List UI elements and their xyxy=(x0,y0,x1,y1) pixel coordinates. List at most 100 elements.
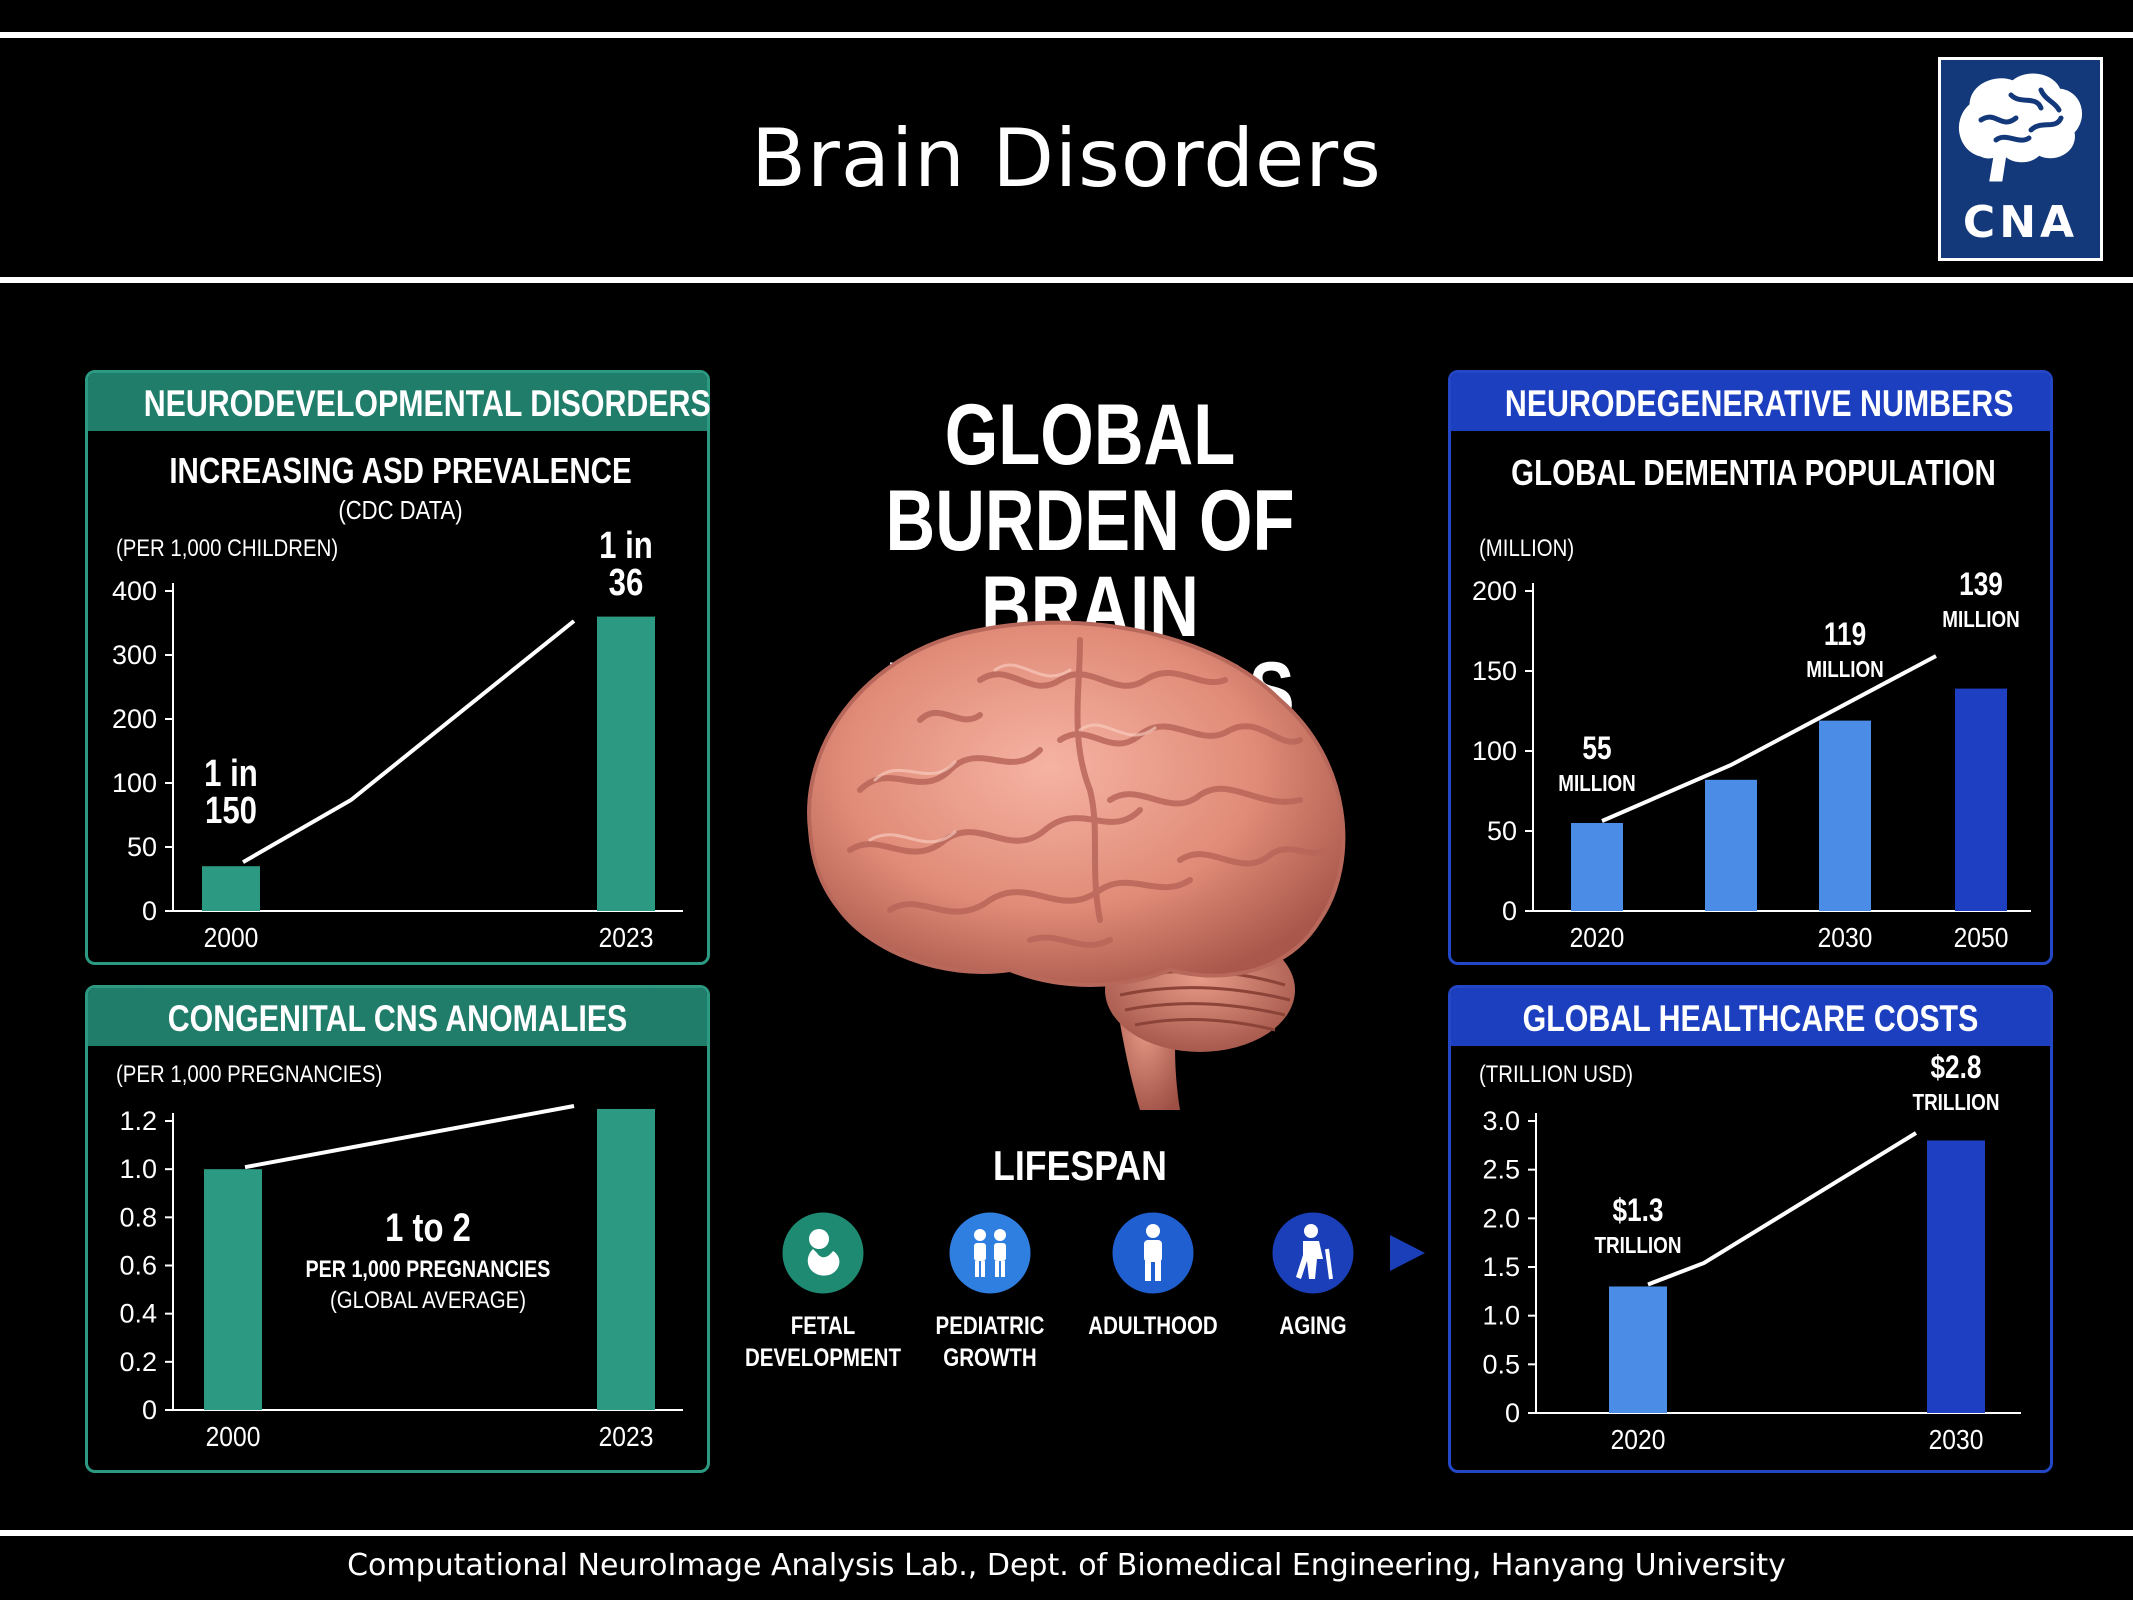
footer-divider xyxy=(0,1530,2133,1536)
data-label: 139 xyxy=(1959,568,2003,603)
data-label-unit: 150 xyxy=(205,790,257,832)
y-tick-label: 0.6 xyxy=(119,1251,157,1281)
bar xyxy=(597,616,655,911)
stage-label: AGING xyxy=(1279,1312,1347,1340)
data-label: 1 in xyxy=(599,525,653,567)
data-label: $1.3 xyxy=(1612,1194,1663,1229)
bar xyxy=(597,1108,655,1410)
panel-header: CONGENITAL CNS ANOMALIES xyxy=(143,988,652,1046)
data-label: $2.8 xyxy=(1930,1051,1981,1086)
top-divider xyxy=(0,32,2133,38)
y-tick-label: 2.0 xyxy=(1482,1203,1520,1233)
trend-line xyxy=(242,619,576,864)
panel-neurodevelopmental: NEURODEVELOPMENTAL DISORDERS INCREASING … xyxy=(85,370,711,965)
y-axis-label: (MILLION) xyxy=(1479,534,1574,561)
brain-logo-icon xyxy=(1959,73,2082,182)
fetus-icon xyxy=(807,1229,840,1276)
stage-label: PEDIATRIC GROWTH xyxy=(935,1312,1045,1372)
x-tick-label: 2030 xyxy=(1818,922,1873,954)
y-tick-label: 50 xyxy=(1487,816,1517,846)
data-label-unit: TRILLION xyxy=(1595,1233,1682,1258)
annotation-sub: PER 1,000 PREGNANCIES xyxy=(306,1255,551,1282)
panel-header: NEURODEGENERATIVE NUMBERS xyxy=(1504,373,2013,431)
timeline-arrow-icon xyxy=(1390,1235,1425,1271)
chart-title: INCREASING ASD PREVALENCE xyxy=(169,450,631,490)
chart-title: GLOBAL DEMENTIA POPULATION xyxy=(1511,452,1996,492)
lifespan-stage xyxy=(946,1209,1034,1297)
bar xyxy=(1927,1140,1985,1413)
y-tick-label: 0.5 xyxy=(1482,1349,1520,1379)
x-tick-label: 2023 xyxy=(599,1421,654,1453)
y-tick-label: 1.5 xyxy=(1482,1252,1520,1282)
y-tick-label: 0 xyxy=(142,1395,157,1425)
y-axis-label: (PER 1,000 PREGNANCIES) xyxy=(116,1060,382,1087)
y-tick-label: 0 xyxy=(1502,896,1517,926)
lifespan-stage xyxy=(1269,1209,1357,1297)
footer-text: Computational NeuroImage Analysis Lab., … xyxy=(347,1548,1786,1583)
lab-logo: CNA xyxy=(1938,57,2103,261)
brain-icon xyxy=(807,620,1346,1110)
y-tick-label: 0 xyxy=(1505,1398,1520,1428)
y-tick-label: 3.0 xyxy=(1482,1106,1520,1136)
stage-label: FETAL DEVELOPMENT xyxy=(744,1312,902,1372)
y-tick-label: 400 xyxy=(112,576,157,606)
stage-label: ADULTHOOD xyxy=(1088,1312,1218,1340)
y-tick-label: 2.5 xyxy=(1482,1155,1520,1185)
trend-line xyxy=(244,1104,575,1170)
x-tick-label: 2020 xyxy=(1611,1424,1666,1456)
y-tick-label: 50 xyxy=(127,832,157,862)
y-tick-label: 100 xyxy=(1472,736,1517,766)
panel-header: GLOBAL HEALTHCARE COSTS xyxy=(1504,988,1997,1046)
y-axis-label: (PER 1,000 CHILDREN) xyxy=(116,534,338,561)
y-tick-label: 0.8 xyxy=(119,1202,157,1232)
panel-healthcare-costs: GLOBAL HEALTHCARE COSTS (TRILLION USD) 3.… xyxy=(1448,985,2053,1473)
bar xyxy=(1705,779,1757,911)
y-tick-label: 0 xyxy=(142,896,157,926)
panel-congenital-cns: CONGENITAL CNS ANOMALIES (PER 1,000 PREG… xyxy=(85,985,710,1473)
bar xyxy=(1571,823,1623,911)
bar xyxy=(1609,1286,1667,1413)
y-tick-label: 100 xyxy=(112,768,157,798)
y-tick-label: 1.0 xyxy=(1482,1301,1520,1331)
data-label-unit: TRILLION xyxy=(1913,1090,2000,1115)
bar xyxy=(1819,720,1871,911)
y-tick-label: 150 xyxy=(1472,656,1517,686)
bar xyxy=(204,1169,262,1410)
lifespan-stage xyxy=(1109,1209,1197,1297)
adult-icon xyxy=(1144,1224,1162,1281)
header-divider xyxy=(0,277,2133,283)
annotation-main: 1 to 2 xyxy=(385,1205,471,1250)
y-tick-label: 300 xyxy=(112,640,157,670)
data-label: 1 in xyxy=(204,753,258,795)
panel-neurodegenerative: NEURODEGENERATIVE NUMBERS GLOBAL DEMENTI… xyxy=(1448,370,2053,965)
y-tick-label: 200 xyxy=(112,704,157,734)
trend-line xyxy=(1647,1131,1918,1287)
data-label: 119 xyxy=(1824,618,1866,653)
logo-text: CNA xyxy=(1962,197,2079,248)
dementia-chart: GLOBAL DEMENTIA POPULATION (MILLION) 200 15… xyxy=(1472,452,2031,954)
y-tick-label: 0.4 xyxy=(119,1299,157,1329)
y-axis-label: (TRILLION USD) xyxy=(1479,1060,1633,1087)
bar xyxy=(1955,688,2007,911)
costs-chart: (TRILLION USD) 3.0 2.5 2.0 1.5 1.0 0.5 0 2020 $1.… xyxy=(1479,1051,2021,1456)
stage-circle xyxy=(946,1209,1034,1297)
data-label-unit: 36 xyxy=(609,562,644,604)
y-tick-label: 1.0 xyxy=(119,1154,157,1184)
lifespan-stage xyxy=(779,1209,867,1297)
x-tick-label: 2023 xyxy=(599,922,654,954)
asd-chart: INCREASING ASD PREVALENCE(CDC DATA)(PER … xyxy=(112,450,683,954)
elderly-icon xyxy=(1296,1224,1333,1280)
cns-chart: (PER 1,000 PREGNANCIES)1.21.00.80.60.40.… xyxy=(116,1060,683,1453)
trend-line xyxy=(1601,654,1937,823)
y-tick-label: 200 xyxy=(1472,576,1517,606)
center-title-line1: GLOBAL BURDEN OF xyxy=(885,387,1295,569)
children-icon xyxy=(974,1229,1006,1277)
lifespan-timeline xyxy=(743,1209,1425,1297)
y-tick-label: 1.2 xyxy=(119,1106,157,1136)
data-label-unit: MILLION xyxy=(1558,771,1635,796)
x-tick-label: 2050 xyxy=(1954,922,2009,954)
lifespan-title: LIFESPAN xyxy=(993,1142,1167,1189)
slide-title: Brain Disorders xyxy=(751,112,1382,205)
stage-circle xyxy=(779,1209,867,1297)
data-label: 55 xyxy=(1582,732,1611,767)
